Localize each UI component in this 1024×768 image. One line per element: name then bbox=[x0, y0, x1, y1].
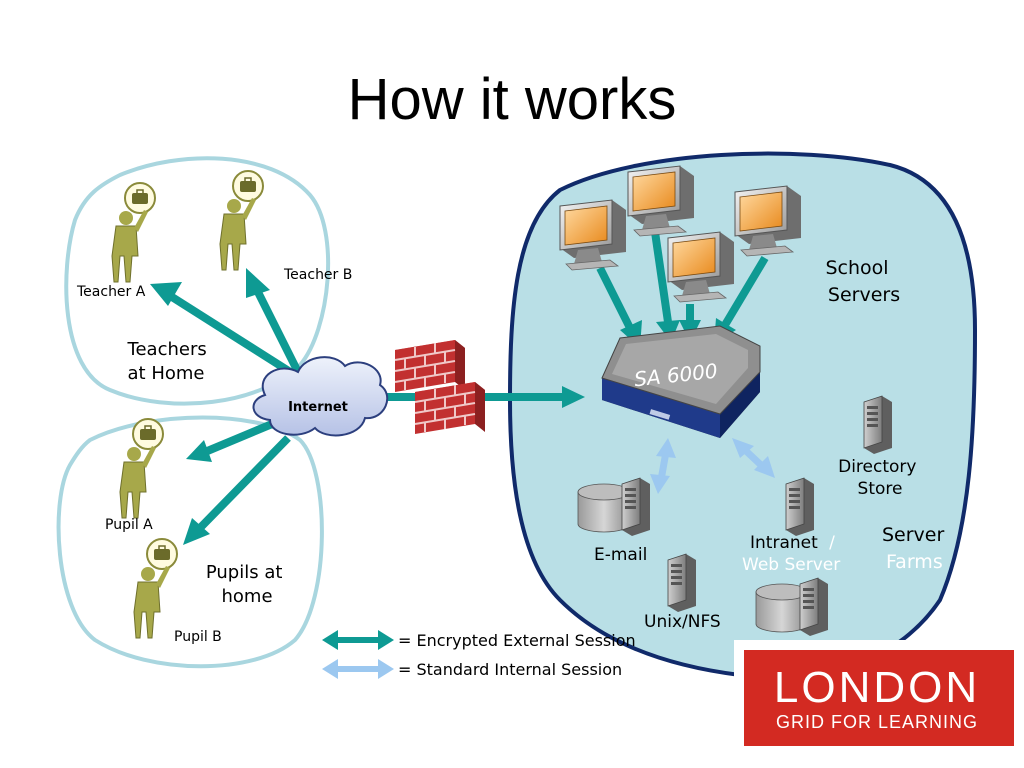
pupils-zone-label: Pupils at home bbox=[206, 562, 288, 607]
pupil-a-label: Pupil A bbox=[105, 517, 153, 533]
unix-nfs-label: Unix/NFS bbox=[644, 612, 721, 632]
server-farm-icon bbox=[755, 577, 829, 637]
page-title: How it works bbox=[348, 67, 677, 132]
legend-standard-label: = Standard Internal Session bbox=[398, 660, 622, 679]
school-servers-label: School Servers bbox=[825, 257, 900, 306]
pupil-a-icon bbox=[119, 418, 164, 519]
school-servers-label-line2: Servers bbox=[828, 284, 900, 306]
school-servers-label-line1: School bbox=[825, 257, 888, 279]
teacher-b-icon bbox=[219, 170, 264, 271]
pupil-b-icon bbox=[133, 538, 178, 639]
directory-store-label-line1: Directory bbox=[838, 457, 916, 477]
internet-label: Internet bbox=[288, 400, 348, 415]
internet-cloud: Internet bbox=[252, 356, 389, 437]
legend-encrypted-label: = Encrypted External Session bbox=[398, 631, 636, 650]
intranet-tower-icon bbox=[785, 477, 815, 537]
teachers-zone-label-line1: Teachers bbox=[127, 339, 207, 360]
pupil-b-label: Pupil B bbox=[174, 629, 222, 645]
sa6000-appliance-icon: SA 6000 bbox=[601, 325, 761, 438]
teachers-zone-label: Teachers at Home bbox=[127, 339, 213, 384]
email-label: E-mail bbox=[594, 545, 647, 565]
farms-label: Farms bbox=[886, 551, 943, 573]
server-label: Server bbox=[882, 524, 944, 546]
directory-store-label-line2: Store bbox=[858, 479, 903, 499]
logo-line1: LONDON bbox=[774, 663, 980, 712]
teacher-b-label: Teacher B bbox=[283, 267, 352, 283]
intranet-label: Intranet / bbox=[750, 533, 835, 553]
directory-store-label: Directory Store bbox=[838, 457, 922, 499]
logo-line2: GRID FOR LEARNING bbox=[776, 712, 978, 732]
web-server-label: Web Server bbox=[742, 555, 840, 575]
intranet-separator: / bbox=[829, 533, 835, 553]
teacher-a-label: Teacher A bbox=[76, 284, 146, 300]
teacher-a-icon bbox=[111, 182, 156, 283]
teachers-zone bbox=[64, 156, 331, 406]
pupils-zone-label-line2: home bbox=[221, 586, 272, 607]
legend: = Encrypted External Session = Standard … bbox=[322, 630, 636, 679]
london-grid-logo: LONDON GRID FOR LEARNING bbox=[734, 640, 1024, 768]
legend-encrypted-arrow-icon bbox=[322, 630, 394, 650]
directory-tower-icon bbox=[863, 395, 893, 455]
unix-tower-icon bbox=[667, 553, 697, 613]
standard-arrows bbox=[650, 438, 775, 494]
email-server-icon bbox=[577, 477, 651, 537]
teachers-zone-label-line2: at Home bbox=[128, 363, 205, 384]
legend-standard-arrow-icon bbox=[322, 659, 394, 679]
intranet-label-text: Intranet bbox=[750, 533, 818, 553]
pupils-zone-label-line1: Pupils at bbox=[206, 562, 283, 583]
firewall-icon bbox=[394, 339, 486, 435]
